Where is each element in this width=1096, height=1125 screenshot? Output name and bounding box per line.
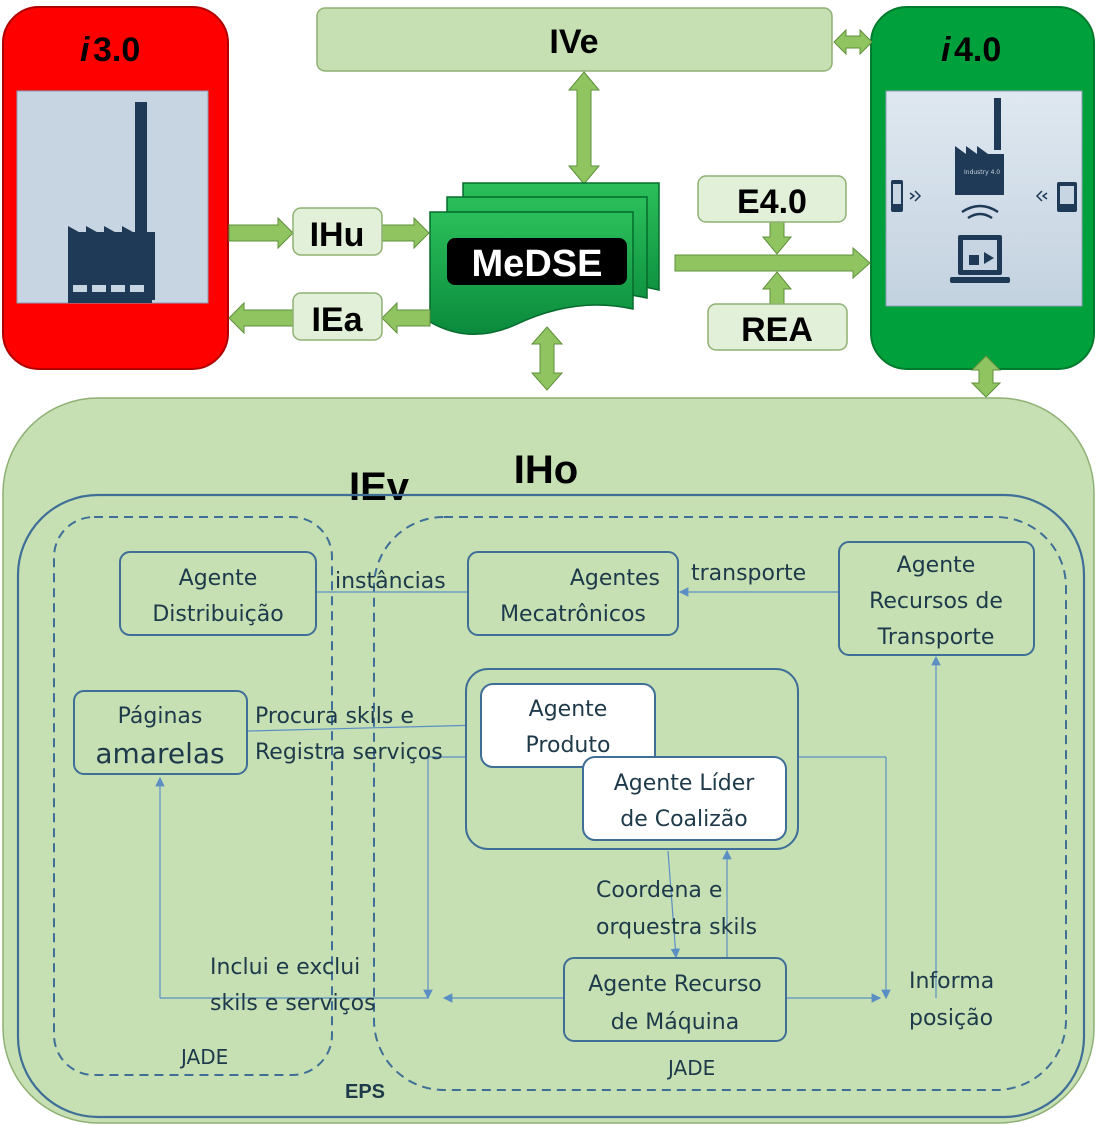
agent-produto-line2: Produto — [526, 733, 611, 758]
edge-label-instancias: instâncias — [335, 569, 446, 594]
i40-factory-panel: i 4.0 Industry 4.0 — [870, 6, 1095, 370]
agent-mecatronicos: Agentes Mecatrônicos — [467, 551, 679, 636]
e40-label: E4.0 — [737, 183, 807, 221]
industry-40-screen-text: Industry 4.0 — [964, 169, 1000, 176]
edge-label-inclui-1: Inclui e exclui — [210, 955, 360, 980]
edge-label-transporte: transporte — [691, 561, 806, 586]
agent-recursos-transporte-line1: Agente — [897, 553, 976, 578]
medse-i40-flow: E4.0 REA — [674, 175, 871, 351]
agent-paginas-line1: Páginas — [118, 704, 203, 729]
iho-label: IHo — [514, 448, 578, 492]
i30-factory-panel: i 3.0 — [2, 6, 229, 370]
agent-lider-line2: de Coalizão — [620, 807, 748, 832]
edge-label-informa-2: posição — [909, 1006, 993, 1031]
platform-labels: JADE JADE EPS — [179, 1045, 715, 1103]
agent-mecatronicos-line1: Agentes — [570, 566, 660, 591]
agent-mecatronicos-line2: Mecatrônicos — [500, 602, 646, 627]
iea-flow: IEa — [228, 292, 431, 341]
agent-distribuicao-line2: Distribuição — [152, 602, 283, 627]
medse-iho-arrow — [530, 326, 564, 391]
agent-paginas-line2: amarelas — [95, 737, 224, 770]
ihu-label: IHu — [310, 216, 365, 254]
agent-produto-line1: Agente — [529, 697, 608, 722]
edge-label-procura-2: Registra serviços — [255, 740, 443, 765]
medse-label: MeDSE — [472, 243, 603, 285]
ive-i40-arrow — [833, 28, 873, 56]
i40-title-rest: 4.0 — [954, 31, 1001, 69]
ive-interface-bar: IVe — [316, 7, 833, 72]
eps-label: EPS — [345, 1081, 385, 1103]
agent-paginas-amarelas: Páginas amarelas — [73, 690, 248, 775]
edge-label-informa-1: Informa — [909, 969, 994, 994]
rea-label: REA — [741, 311, 813, 349]
edge-label-procura-1: Procura skils e — [255, 704, 414, 729]
i40-title-italic: i — [941, 31, 952, 69]
ihu-flow: IHu — [228, 207, 430, 256]
edge-label-coordena-1: Coordena e — [596, 878, 722, 903]
agent-recursos-transporte-line2: Recursos de — [869, 589, 1003, 614]
jade-left-label: JADE — [179, 1045, 228, 1069]
agent-lider-coalizao: Agente Líder de Coalizão — [582, 756, 787, 841]
agent-recurso-maquina-line2: de Máquina — [611, 1010, 739, 1035]
agent-lider-line1: Agente Líder — [614, 771, 756, 796]
agent-recursos-transporte: Agente Recursos de Transporte — [838, 541, 1035, 656]
i30-title-rest: 3.0 — [93, 31, 140, 69]
ive-label: IVe — [549, 23, 598, 61]
medse-document-stack: MeDSE — [429, 182, 660, 335]
agent-connectors — [155, 587, 941, 1003]
factory-icon — [68, 102, 155, 303]
edge-label-inclui-2: skils e serviços — [210, 991, 376, 1016]
agent-produto: Agente Produto — [480, 683, 656, 768]
ive-medse-arrow — [567, 71, 601, 185]
agent-distribuicao-line1: Agente — [179, 566, 258, 591]
agent-recurso-maquina: Agente Recurso de Máquina — [563, 957, 787, 1042]
iea-label: IEa — [311, 301, 363, 339]
edge-label-coordena-2: orquestra skils — [596, 915, 757, 940]
agent-distribuicao: Agente Distribuição — [119, 551, 317, 636]
iev-label: IEv — [349, 465, 410, 509]
agent-recursos-transporte-line3: Transporte — [877, 625, 995, 650]
smart-factory-icon: Industry 4.0 — [891, 98, 1077, 283]
edge-labels: instâncias transporte Procura skils e Re… — [210, 561, 994, 1031]
jade-right-label: JADE — [666, 1056, 715, 1080]
i30-title-italic: i — [80, 31, 91, 69]
i40-iho-arrow — [970, 355, 1002, 398]
agent-recurso-maquina-line1: Agente Recurso — [588, 972, 762, 997]
